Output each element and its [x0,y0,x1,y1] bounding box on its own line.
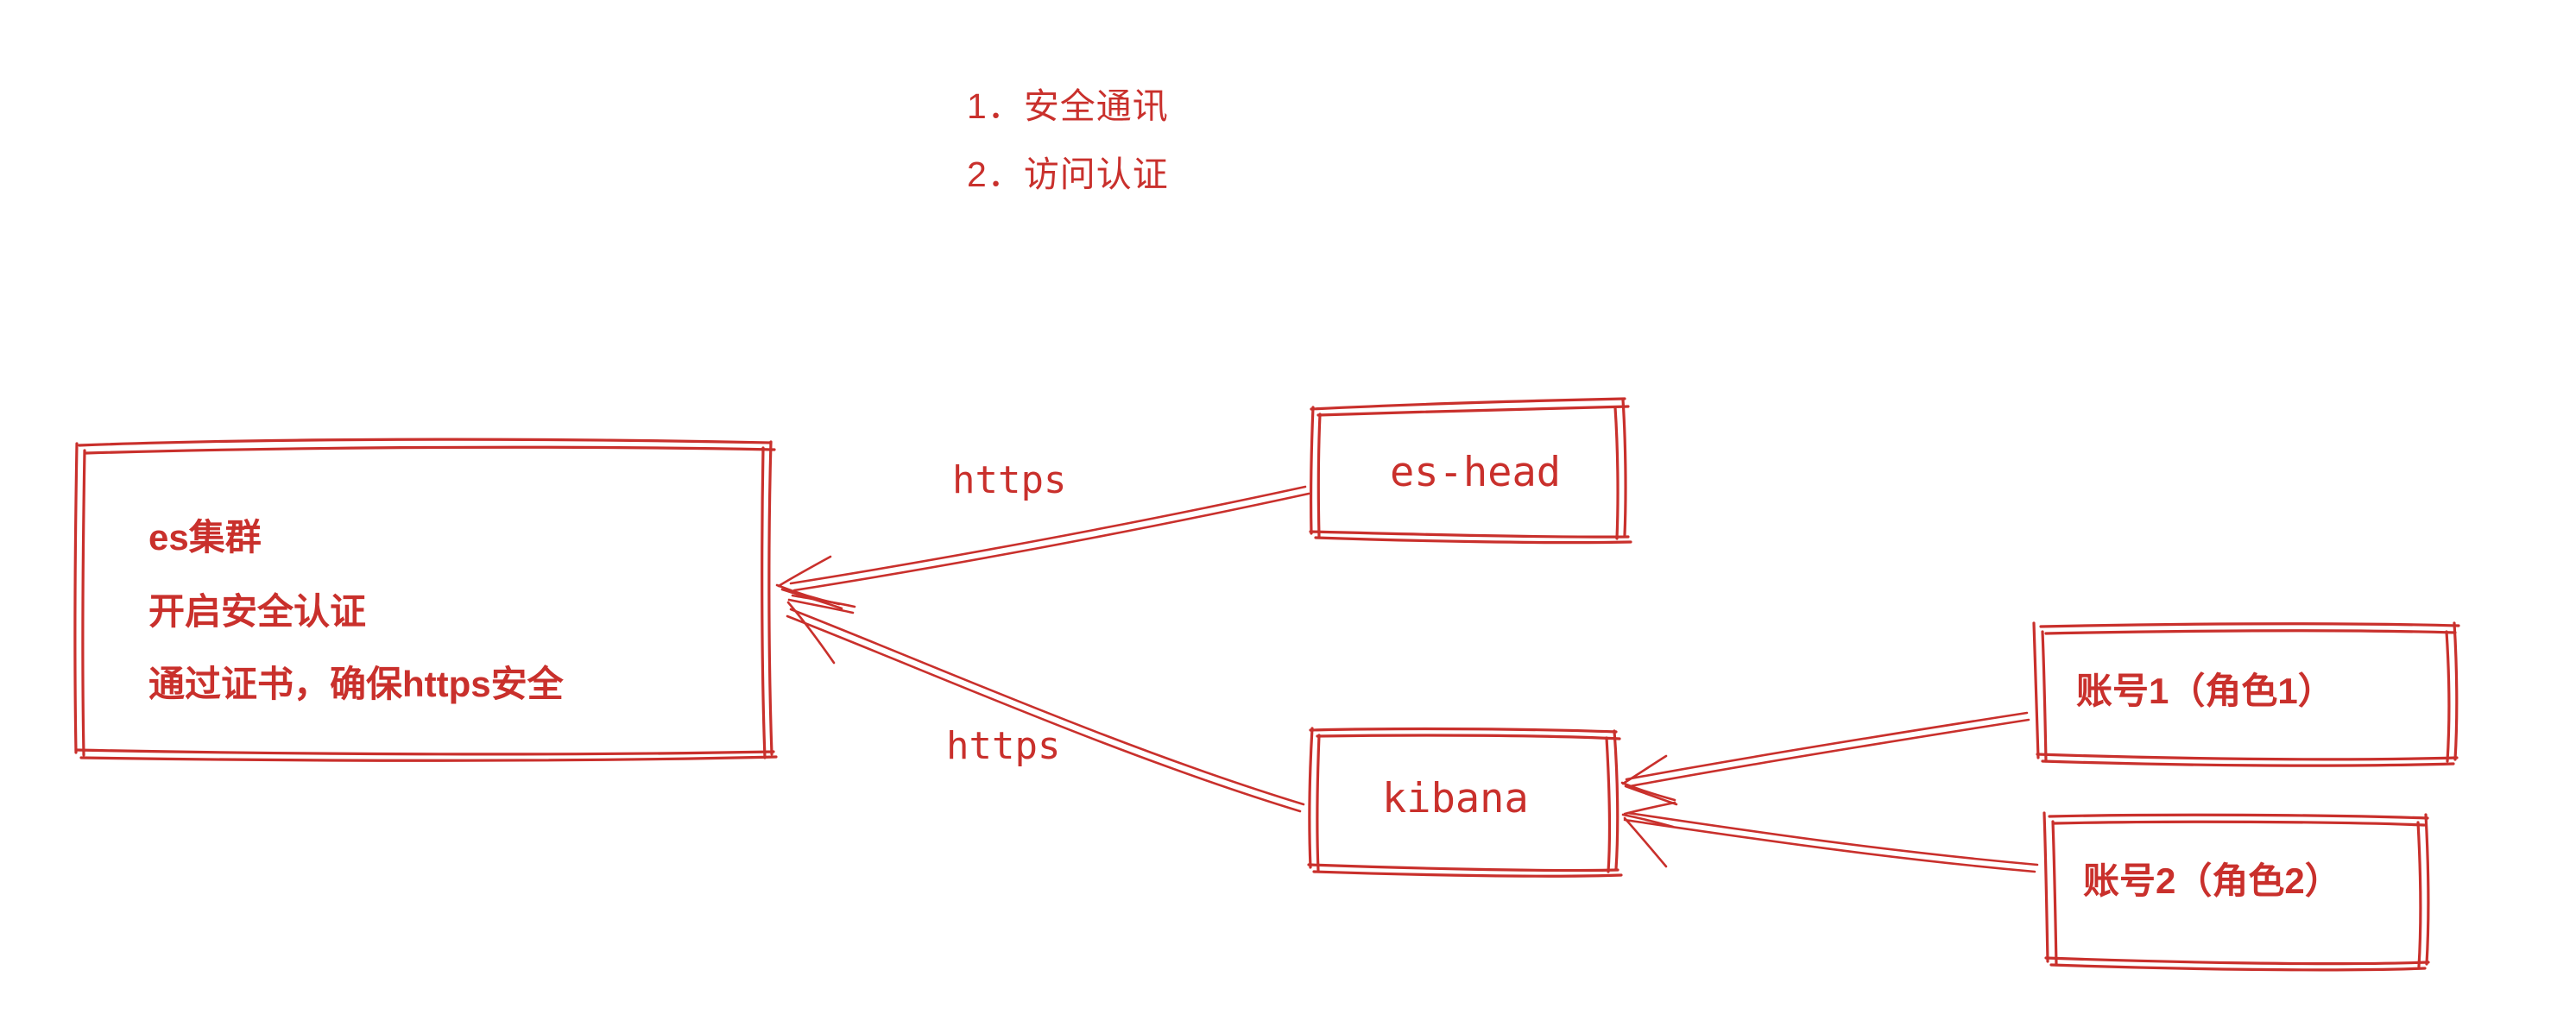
account1-label: 账号1（角色1） [2076,671,2334,711]
es-cluster-line-1: es集群 [148,517,262,558]
account2-label: 账号2（角色2） [2083,860,2341,901]
kibana-label: kibana [1382,775,1529,822]
edge-label-https-kibana: https [946,724,1061,768]
header-item-2: 2．访问认证 [967,154,1169,194]
account2-box-outline[interactable] [2042,811,2430,972]
kibana-box-outline[interactable] [1307,727,1623,878]
arrow-es-head-to-cluster[interactable] [775,485,1310,610]
header-item-1: 1．安全通讯 [967,86,1169,126]
es-head-label: es-head [1390,449,1562,496]
arrow-account1-to-kibana[interactable] [1620,711,2030,806]
edge-label-https-es-head: https [952,458,1067,502]
account1-box-outline[interactable] [2032,621,2460,767]
es-head-box-outline[interactable] [1309,397,1632,545]
arrow-account2-to-kibana[interactable] [1621,801,2039,873]
es-cluster-line-2: 开启安全认证 [148,591,367,632]
es-cluster-box-outline[interactable] [73,438,778,762]
arrow-kibana-to-cluster[interactable] [786,594,1305,813]
es-cluster-line-3: 通过证书，确保https安全 [148,664,564,704]
